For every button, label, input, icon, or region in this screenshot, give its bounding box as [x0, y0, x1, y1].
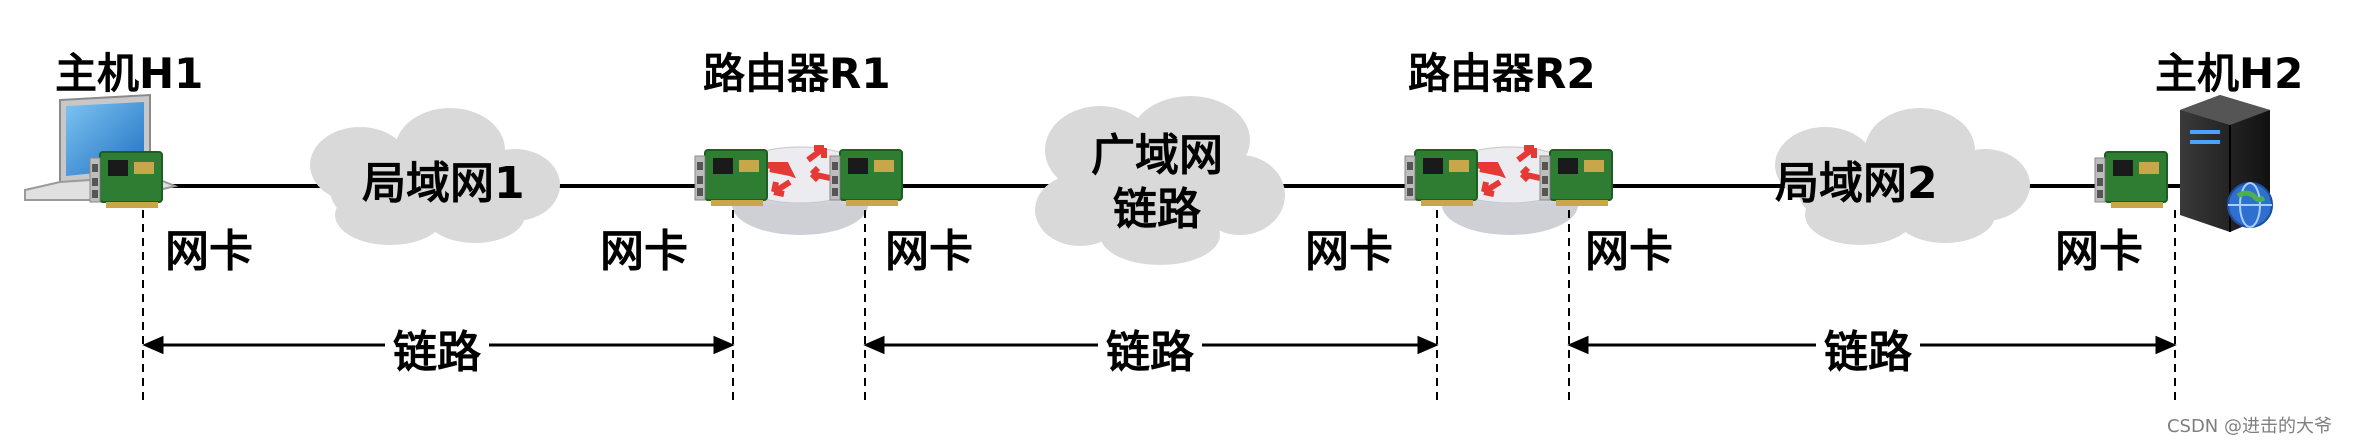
nic-label-host2: 网卡 [2055, 226, 2143, 277]
nic-label-router1-right: 网卡 [885, 226, 973, 277]
host2-nic-icon [2094, 151, 2168, 209]
cloud-lan1-shape [310, 108, 560, 245]
nic-label-host1: 网卡 [165, 226, 253, 277]
dashed-markers [142, 210, 2176, 400]
router2-nic-right-icon [1539, 149, 1613, 207]
link-label-1: 链路 [385, 316, 489, 380]
router1-nic-left-icon [694, 149, 768, 207]
router1-label: 路由器R1 [703, 49, 891, 98]
host1-nic-icon [89, 151, 163, 209]
cloud-wan-label-line2: 链路 [1113, 184, 1201, 235]
cloud-lan1-label: 局域网1 [362, 158, 525, 209]
host2-label: 主机H2 [2155, 49, 2304, 98]
nic-label-router2-right: 网卡 [1585, 226, 1673, 277]
nic-label-router1-left: 网卡 [600, 226, 688, 277]
watermark: CSDN @进击的大爷 [2166, 416, 2332, 437]
host1-label: 主机H1 [55, 49, 204, 98]
cloud-lan2-label: 局域网2 [1775, 158, 1938, 209]
router2-label: 路由器R2 [1408, 49, 1596, 98]
router2-nic-left-icon [1404, 149, 1478, 207]
cloud-wan-label-line1: 广域网 [1091, 130, 1223, 181]
link-label-3: 链路 [1816, 316, 1920, 380]
link-label-2: 链路 [1098, 316, 1202, 380]
nic-label-router2-left: 网卡 [1305, 226, 1393, 277]
router1-nic-right-icon [829, 149, 903, 207]
cloud-wan-shape [1035, 96, 1285, 265]
globe-icon [2227, 182, 2273, 228]
cloud-lan2-shape [1775, 108, 2030, 245]
